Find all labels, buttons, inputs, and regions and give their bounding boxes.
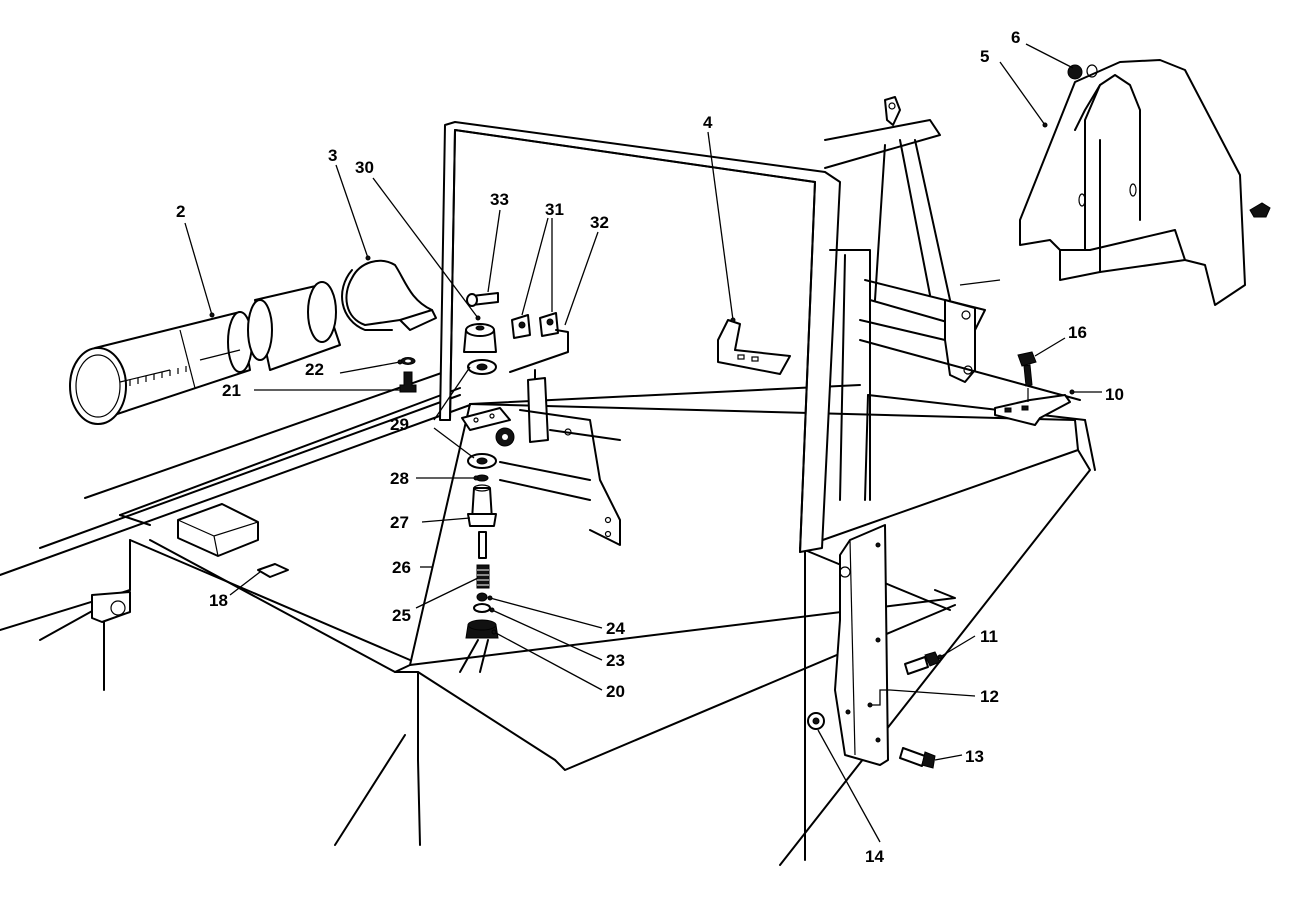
callout-28: 28 <box>390 469 409 488</box>
callout-4: 4 <box>703 113 713 132</box>
part-22-washer <box>400 357 416 365</box>
callout-10: 10 <box>1105 385 1124 404</box>
part-32-rod <box>509 329 569 443</box>
main-hopper-box <box>149 384 1096 866</box>
callout-26: 26 <box>392 558 411 577</box>
callout-2: 2 <box>176 202 185 221</box>
part-10-plate <box>994 394 1071 426</box>
leader-dots <box>209 122 1075 708</box>
center-side-bracket <box>499 409 621 546</box>
part-21-screw <box>399 371 417 393</box>
callout-22: 22 <box>305 360 324 379</box>
callout-21: 21 <box>222 381 241 400</box>
part-6-bolt <box>1067 64 1098 80</box>
part-14-nut <box>807 712 825 730</box>
callout-16: 16 <box>1068 323 1087 342</box>
part-3-clamp <box>341 259 437 331</box>
rear-frame <box>824 96 1081 401</box>
part-16-bolt <box>1017 351 1037 402</box>
callout-33: 33 <box>490 190 509 209</box>
callout-31: 31 <box>545 200 564 219</box>
back-panel <box>439 121 871 553</box>
callout-29: 29 <box>390 415 409 434</box>
part-4-plate <box>717 319 791 375</box>
callout-11: 11 <box>980 627 998 646</box>
callout-25: 25 <box>392 606 411 625</box>
callout-20: 20 <box>606 682 625 701</box>
callout-5: 5 <box>980 47 989 66</box>
callout-3: 3 <box>328 146 337 165</box>
part-31-clips <box>511 312 559 339</box>
callout-30: 30 <box>355 158 374 177</box>
callout-12: 12 <box>980 687 999 706</box>
callout-labels: 2 3 30 33 31 32 4 6 5 16 10 22 21 29 28 … <box>176 28 1124 866</box>
part-2-filter <box>69 311 253 425</box>
callout-18: 18 <box>209 591 228 610</box>
callout-13: 13 <box>965 747 984 766</box>
callout-23: 23 <box>606 651 625 670</box>
valve-stack <box>459 292 515 673</box>
part-18 <box>257 563 289 578</box>
callout-6: 6 <box>1011 28 1020 47</box>
side-bolt <box>1249 202 1271 218</box>
part-11-fitting <box>904 651 941 675</box>
callout-14: 14 <box>865 847 884 866</box>
part-12-side-plate <box>834 524 889 766</box>
part-5-guard <box>959 59 1246 306</box>
connector-hose <box>247 281 341 371</box>
leader-lines <box>184 43 1102 843</box>
callout-24: 24 <box>606 619 625 638</box>
part-13-bolt <box>899 747 936 769</box>
callout-32: 32 <box>590 213 609 232</box>
left-deck-frame <box>0 369 471 691</box>
callout-27: 27 <box>390 513 409 532</box>
